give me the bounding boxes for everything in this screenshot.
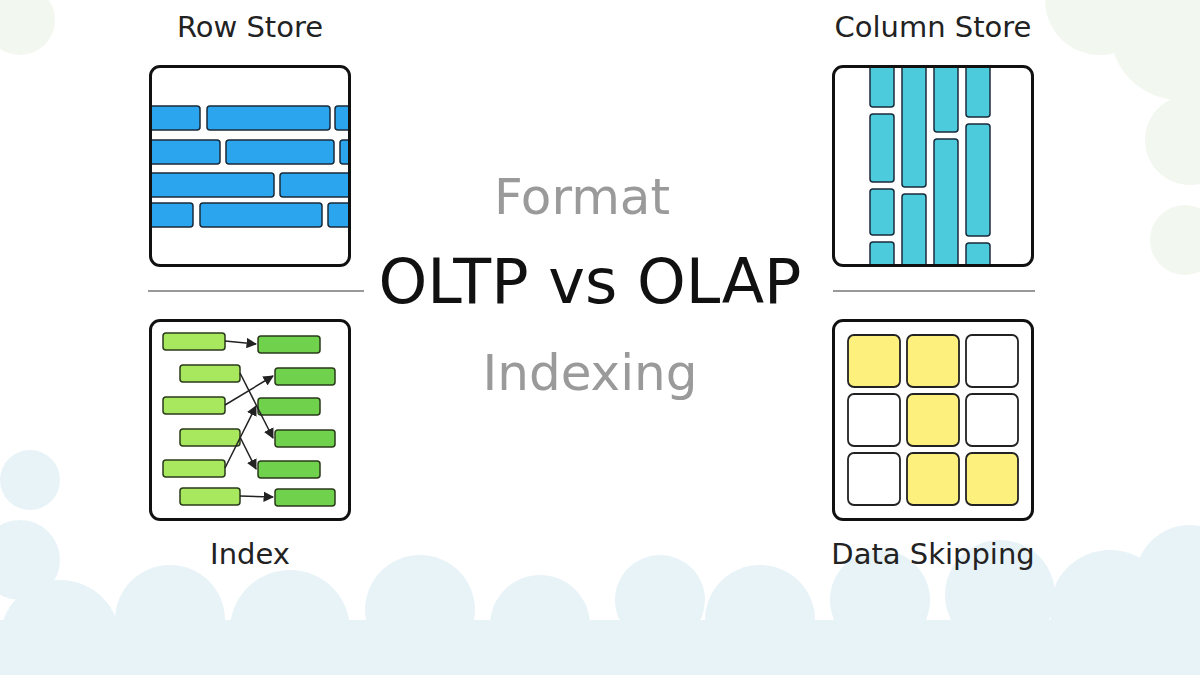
column-store-box: Column Store: [832, 65, 1034, 267]
column-bars: [870, 68, 990, 264]
separator-line: [833, 290, 1035, 292]
index-box: Index: [149, 319, 351, 521]
background-cloud: [0, 0, 1200, 275]
background-cloud: [0, 450, 1200, 675]
row-bricks: [152, 106, 348, 227]
diagram-title: OLTP vs OLAP: [290, 245, 890, 319]
skip-grid: [848, 335, 1018, 505]
section-label: Indexing: [390, 343, 790, 403]
box-heading: Row Store: [92, 10, 408, 45]
separator-line: [148, 290, 364, 292]
box-heading: Column Store: [775, 10, 1091, 45]
box-heading: Data Skipping: [775, 537, 1091, 572]
index-pointers: [225, 341, 273, 497]
data-skipping-box: Data Skipping: [832, 319, 1034, 521]
row-store-box: Row Store: [149, 65, 351, 267]
index-entries: [163, 333, 335, 506]
box-heading: Index: [92, 537, 408, 572]
section-label: Format: [382, 167, 782, 227]
